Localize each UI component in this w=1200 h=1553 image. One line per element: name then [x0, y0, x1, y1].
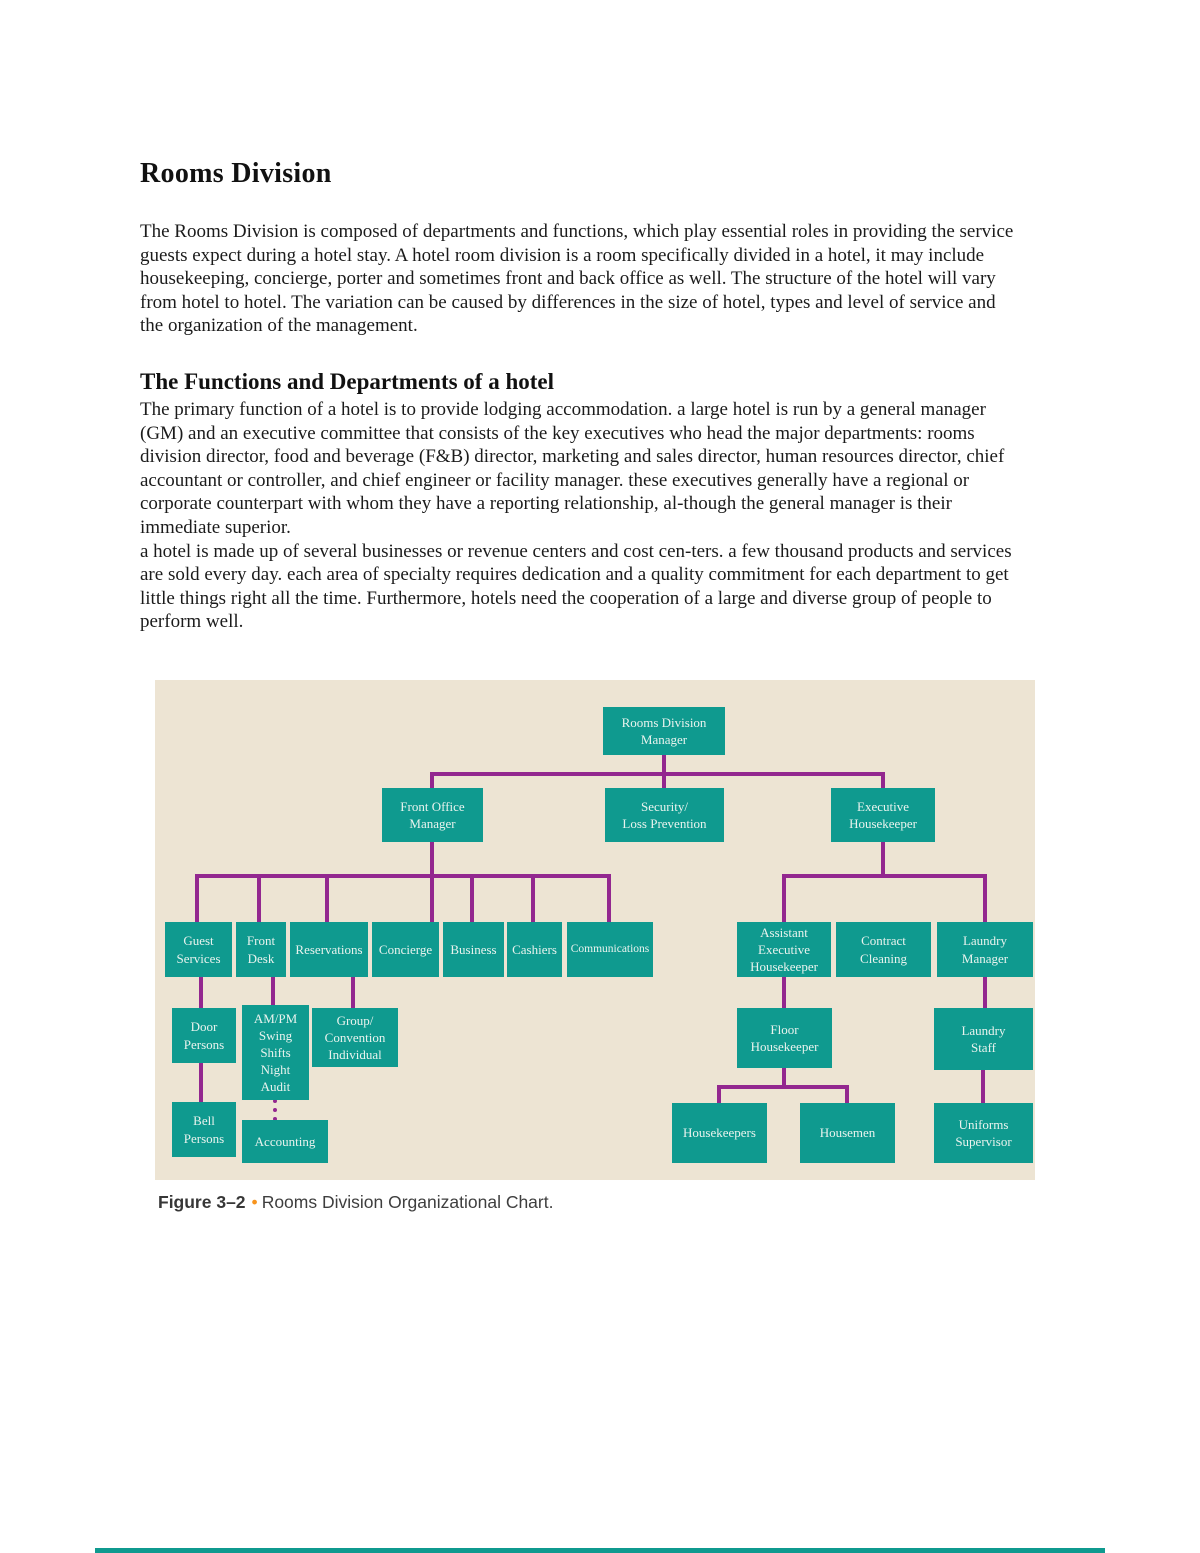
org-node-housekeepers: Housekeepers: [672, 1103, 767, 1163]
org-node-front-office-manager: Front Office Manager: [382, 788, 483, 842]
connector-line: [981, 1070, 985, 1103]
org-node-housemen: Housemen: [800, 1103, 895, 1163]
org-chart-panel: Rooms Division Manager Front Office Mana…: [155, 680, 1035, 1180]
org-node-floor-housekeeper: Floor Housekeeper: [737, 1008, 832, 1068]
figure-caption: Figure 3–2•Rooms Division Organizational…: [158, 1192, 553, 1213]
connector-line: [845, 1085, 849, 1103]
connector-line: [257, 874, 261, 922]
connector-line: [881, 842, 885, 876]
org-node-am-pm-swing-shifts-night-audit: AM/PM Swing Shifts Night Audit: [242, 1005, 309, 1100]
connector-line: [470, 874, 474, 922]
org-node-communications: Communications: [567, 922, 653, 977]
org-node-business: Business: [443, 922, 504, 977]
section-heading: The Functions and Departments of a hotel: [140, 368, 555, 394]
connector-line: [717, 1085, 849, 1089]
connector-line: [782, 1068, 786, 1089]
page-title: Rooms Division: [140, 158, 332, 189]
connector-line-dotted: [273, 1099, 277, 1121]
next-section-partial-edge: [95, 1548, 1105, 1553]
connector-line: [430, 842, 434, 922]
connector-line: [195, 874, 199, 922]
org-node-laundry-staff: Laundry Staff: [934, 1008, 1033, 1070]
connector-line: [271, 977, 275, 1005]
org-node-cashiers: Cashiers: [507, 922, 562, 977]
org-node-front-desk: Front Desk: [236, 922, 286, 977]
org-node-executive-housekeeper: Executive Housekeeper: [831, 788, 935, 842]
org-node-uniforms-supervisor: Uniforms Supervisor: [934, 1103, 1033, 1163]
connector-line: [430, 772, 885, 776]
document-text-column: Rooms Division The Rooms Division is com…: [140, 158, 1020, 634]
figure-caption-label: Figure 3–2: [158, 1192, 246, 1212]
connector-line: [717, 1085, 721, 1103]
connector-line: [430, 772, 434, 788]
figure-caption-text: Rooms Division Organizational Chart.: [261, 1192, 554, 1212]
connector-line: [351, 977, 355, 1008]
org-node-security-loss-prevention: Security/ Loss Prevention: [605, 788, 724, 842]
connector-line: [881, 772, 885, 788]
org-node-group-convention-individual: Group/ Convention Individual: [312, 1008, 398, 1067]
org-node-contract-cleaning: Contract Cleaning: [836, 922, 931, 977]
org-node-assistant-executive-housekeeper: Assistant Executive Housekeeper: [737, 922, 831, 977]
org-node-concierge: Concierge: [372, 922, 439, 977]
section-paragraph-2: a hotel is made up of several businesses…: [140, 540, 1012, 633]
org-node-guest-services: Guest Services: [165, 922, 232, 977]
connector-line: [607, 874, 611, 922]
org-node-bell-persons: Bell Persons: [172, 1102, 236, 1157]
intro-paragraph: The Rooms Division is composed of depart…: [140, 221, 1014, 337]
org-node-accounting: Accounting: [242, 1120, 328, 1163]
connector-line: [325, 874, 329, 922]
org-node-door-persons: Door Persons: [172, 1008, 236, 1063]
connector-line: [195, 874, 611, 878]
caption-bullet-icon: •: [251, 1192, 258, 1212]
org-node-laundry-manager: Laundry Manager: [937, 922, 1033, 977]
connector-line: [531, 874, 535, 922]
connector-line: [662, 755, 666, 788]
org-node-rooms-division-manager: Rooms Division Manager: [603, 707, 725, 755]
connector-line: [782, 874, 987, 878]
org-node-reservations: Reservations: [290, 922, 368, 977]
section-paragraph-1: The primary function of a hotel is to pr…: [140, 398, 1005, 538]
